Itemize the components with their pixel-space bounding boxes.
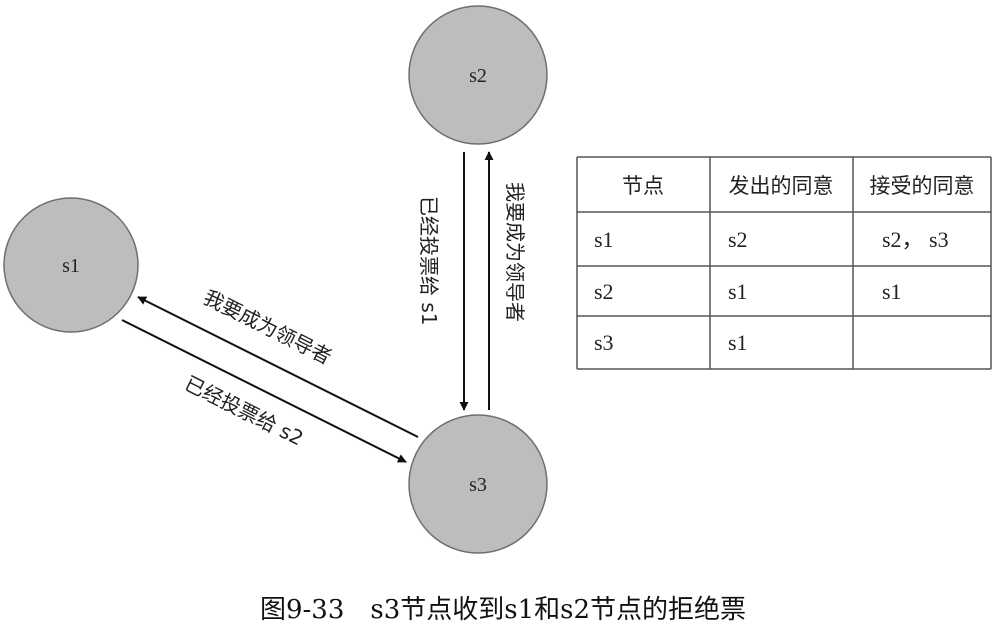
table-cell: s2	[728, 227, 748, 252]
node-s1-circle	[3, 197, 139, 333]
message-s3-to-s2: 我要成为领导者	[503, 182, 527, 322]
arrow-s3-to-s1	[137, 296, 419, 438]
node-s3-circle	[408, 414, 548, 554]
node-s3-label: s3	[469, 474, 487, 496]
node-s3: s3	[408, 414, 548, 554]
table-header-node: 节点	[622, 174, 664, 198]
vote-table: 节点 发出的同意 接受的同意 s1 s2 s2， s3 s2 s1 s1 s3 …	[576, 156, 992, 370]
figure-caption: 图9-33 s3节点收到s1和s2节点的拒绝票	[260, 595, 746, 625]
table-cell: s3	[594, 330, 614, 355]
table-cell: s2， s3	[882, 227, 949, 252]
message-s1-to-s3: 已经投票给 s2	[181, 371, 308, 450]
arrow-s1-to-s3	[121, 319, 407, 463]
node-s2-circle	[408, 5, 548, 145]
message-s2-to-s3: 已经投票给 s1	[417, 196, 441, 326]
table-cell: s2	[594, 279, 614, 304]
node-s1-label: s1	[62, 255, 80, 277]
message-s3-to-s1: 我要成为领导者	[200, 285, 336, 369]
node-s1: s1	[3, 197, 139, 333]
node-s2: s2	[408, 5, 548, 145]
table-header-sent: 发出的同意	[729, 174, 834, 198]
table-cell: s1	[594, 227, 614, 252]
table-cell: s1	[882, 279, 902, 304]
node-s2-label: s2	[469, 65, 487, 87]
table-cell: s1	[728, 279, 748, 304]
table-header-received: 接受的同意	[870, 174, 975, 198]
table-cell: s1	[728, 330, 748, 355]
